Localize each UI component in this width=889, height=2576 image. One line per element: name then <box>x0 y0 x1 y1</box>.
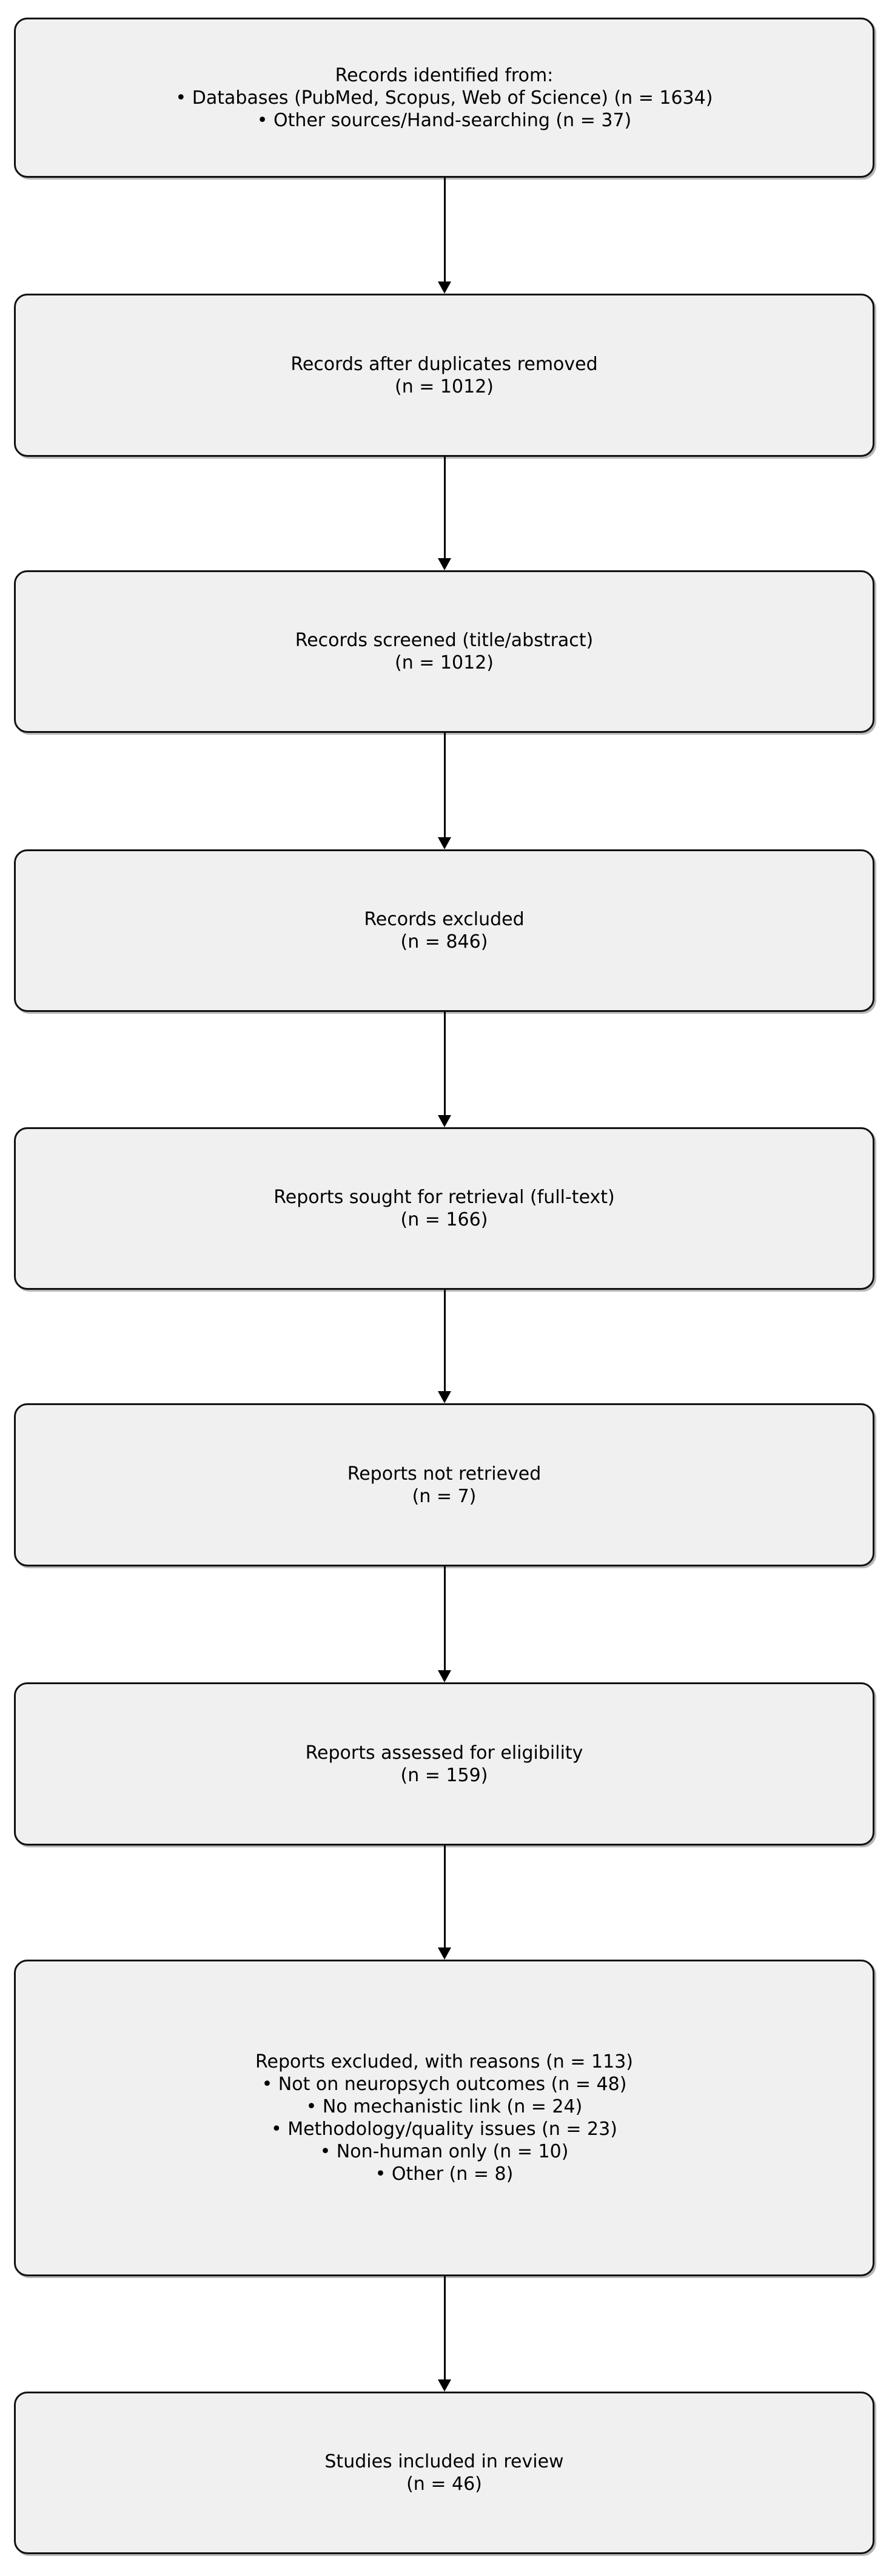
arrow-head-icon <box>438 2379 451 2392</box>
flow-node-duplicates-removed-label: Records after duplicates removed (n = 10… <box>290 353 598 397</box>
arrow-head-icon <box>438 1115 451 1127</box>
arrow-shaft <box>443 1290 446 1391</box>
flow-node-records-excluded-label: Records excluded (n = 846) <box>364 909 525 953</box>
flow-node-reports-assessed-label: Reports assessed for eligibility (n = 15… <box>305 1742 583 1786</box>
flow-node-reports-excluded-with-reasons-label: Reports excluded, with reasons (n = 113)… <box>255 2051 633 2185</box>
arrow-head-icon <box>438 837 451 849</box>
flow-node-studies-included-label: Studies included in review (n = 46) <box>324 2451 564 2495</box>
flow-node-records-screened-label: Records screened (title/abstract) (n = 1… <box>295 630 594 673</box>
arrow-shaft <box>443 2276 446 2379</box>
arrow-shaft <box>443 1012 446 1115</box>
flow-node-records-screened[interactable]: Records screened (title/abstract) (n = 1… <box>14 570 874 733</box>
flow-node-identification[interactable]: Records identified from: • Databases (Pu… <box>14 18 874 178</box>
arrow-shaft <box>443 178 446 282</box>
flow-node-reports-not-retrieved[interactable]: Reports not retrieved (n = 7) <box>14 1403 874 1566</box>
arrow-shaft <box>443 733 446 837</box>
flow-node-reports-not-retrieved-label: Reports not retrieved (n = 7) <box>347 1463 542 1507</box>
arrow-shaft <box>443 1846 446 1947</box>
arrow-shaft <box>443 1566 446 1670</box>
flow-node-identification-label: Records identified from: • Databases (Pu… <box>175 64 713 131</box>
arrow-head-icon <box>438 282 451 294</box>
flow-node-reports-sought[interactable]: Reports sought for retrieval (full-text)… <box>14 1127 874 1290</box>
arrow-shaft <box>443 457 446 558</box>
arrow-head-icon <box>438 1670 451 1682</box>
arrow-head-icon <box>438 1391 451 1403</box>
arrow-head-icon <box>438 1947 451 1960</box>
arrow-head-icon <box>438 558 451 570</box>
flow-node-reports-sought-label: Reports sought for retrieval (full-text)… <box>273 1187 615 1230</box>
flow-node-studies-included[interactable]: Studies included in review (n = 46) <box>14 2392 874 2554</box>
flow-node-duplicates-removed[interactable]: Records after duplicates removed (n = 10… <box>14 294 874 457</box>
flow-node-reports-excluded-with-reasons[interactable]: Reports excluded, with reasons (n = 113)… <box>14 1960 874 2276</box>
flow-node-records-excluded[interactable]: Records excluded (n = 846) <box>14 849 874 1012</box>
flow-node-reports-assessed[interactable]: Reports assessed for eligibility (n = 15… <box>14 1682 874 1846</box>
